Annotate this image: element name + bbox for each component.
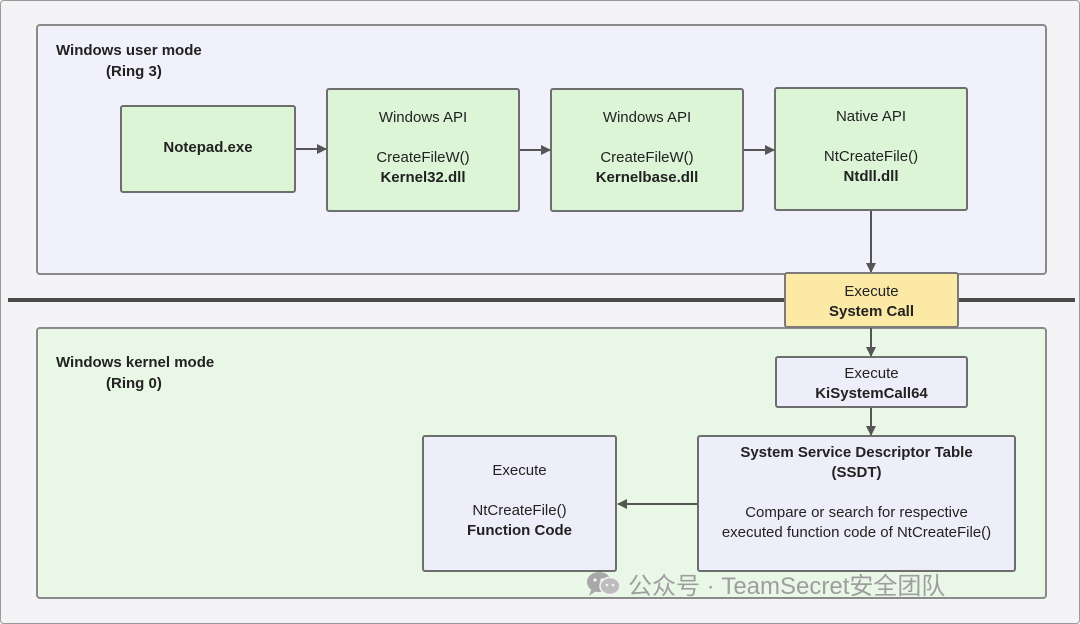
kernel32-api-label: Windows API: [378, 109, 468, 126]
kisyscall-label: KiSystemCall64: [815, 385, 928, 402]
kernel-mode-title: Windows kernel mode (Ring 0): [56, 352, 214, 394]
kernelbase-box: Windows API CreateFileW() Kernelbase.dll: [550, 88, 744, 212]
ssdt-desc-line2: executed function code of NtCreateFile(): [721, 524, 992, 541]
ntdll-dll: Ntdll.dll: [843, 168, 899, 185]
funccode-box: Execute NtCreateFile() Function Code: [422, 435, 617, 572]
wechat-icon: [586, 571, 622, 597]
user-mode-label: Windows user mode: [56, 42, 202, 59]
kernel-mode-label: Windows kernel mode: [56, 354, 215, 371]
ssdt-title: System Service Descriptor Table: [740, 444, 973, 461]
user-mode-title: Windows user mode (Ring 3): [56, 40, 202, 82]
syscall-execute: Execute: [844, 283, 899, 300]
ntdll-box: Native API NtCreateFile() Ntdll.dll: [774, 87, 968, 211]
ntdll-function: NtCreateFile(): [823, 148, 919, 165]
notepad-box: Notepad.exe: [120, 105, 296, 193]
kernelbase-function: CreateFileW(): [600, 149, 694, 166]
funccode-label: Function Code: [467, 522, 572, 539]
ssdt-desc-line1: Compare or search for respective: [745, 504, 968, 521]
kernel-mode-ring: (Ring 0): [106, 375, 162, 392]
kernel32-dll: Kernel32.dll: [380, 169, 466, 186]
kernelbase-dll: Kernelbase.dll: [595, 169, 699, 186]
funccode-function: NtCreateFile(): [472, 502, 567, 519]
syscall-label: System Call: [828, 303, 915, 320]
watermark-text: 公众号 · TeamSecret安全团队: [628, 573, 946, 600]
syscall-box: Execute System Call: [784, 272, 959, 328]
kernel32-box: Windows API CreateFileW() Kernel32.dll: [326, 88, 520, 212]
ntdll-api-label: Native API: [835, 108, 907, 125]
kernel32-function: CreateFileW(): [376, 149, 470, 166]
ring-divider: [8, 298, 1075, 302]
ssdt-box: System Service Descriptor Table (SSDT) C…: [697, 435, 1016, 572]
kisyscall-box: Execute KiSystemCall64: [775, 356, 968, 408]
notepad-label: Notepad.exe: [163, 139, 253, 156]
ssdt-abbrev: (SSDT): [831, 464, 882, 481]
watermark: 公众号 · TeamSecret安全团队: [586, 566, 945, 601]
kernelbase-api-label: Windows API: [602, 109, 692, 126]
user-mode-ring: (Ring 3): [106, 63, 162, 80]
kisyscall-execute: Execute: [844, 365, 899, 382]
funccode-execute: Execute: [492, 462, 547, 479]
